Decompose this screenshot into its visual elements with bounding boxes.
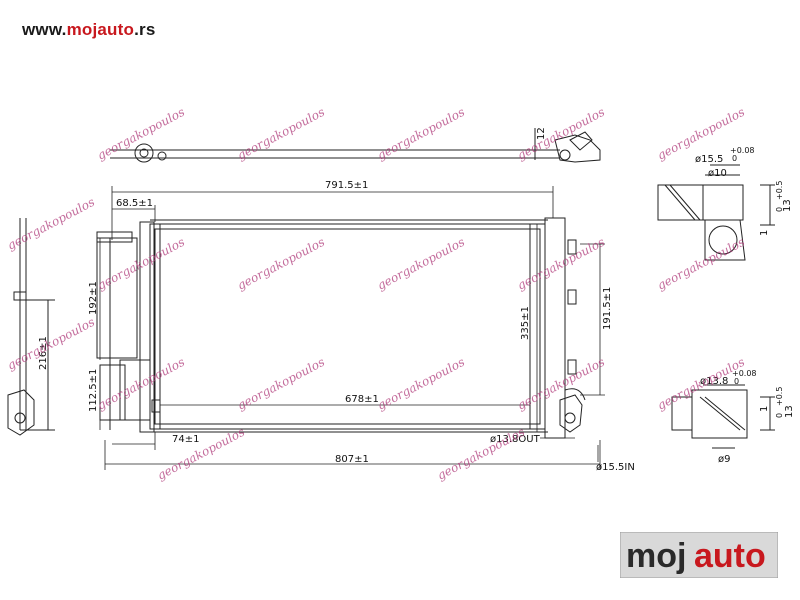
dim-outlet: ø13.8OUT — [490, 434, 541, 445]
detail-bottom-height: 13 — [784, 405, 795, 418]
watermark: georgakopoulos — [95, 235, 187, 293]
detail-bottom — [671, 384, 775, 449]
watermark: georgakopoulos — [155, 425, 247, 483]
watermark: georgakopoulos — [515, 105, 607, 163]
dim-inner-width: 678±1 — [345, 394, 379, 405]
dim-overall-width: 791.5±1 — [325, 180, 368, 191]
detail-top-tol: +0.08 — [730, 146, 755, 155]
watermark: georgakopoulos — [235, 105, 327, 163]
watermark: georgakopoulos — [235, 235, 327, 293]
watermark: georgakopoulos — [235, 355, 327, 413]
watermark: georgakopoulos — [5, 315, 97, 373]
watermark: georgakopoulos — [375, 355, 467, 413]
dim-core-height: 335±1 — [520, 306, 531, 340]
watermark: georgakopoulos — [515, 235, 607, 293]
mojauto-logo: moj auto — [620, 532, 778, 578]
site-url[interactable]: www.mojauto.rs — [22, 20, 155, 40]
url-brand: mojauto — [66, 20, 135, 39]
dim-total-length: 807±1 — [335, 454, 369, 465]
dim-top-small: 12 — [536, 127, 547, 140]
receiver-drier — [96, 221, 161, 433]
url-prefix: www. — [22, 20, 67, 39]
watermark: georgakopoulos — [375, 235, 467, 293]
detail-top-height-tol-low: 0 — [775, 207, 784, 212]
dim-left-height: 192±1 — [88, 281, 99, 315]
top-pipe — [110, 128, 601, 163]
dim-left-small: 112.5±1 — [88, 369, 99, 412]
detail-top-inner-dia: ø10 — [708, 168, 727, 179]
watermark: georgakopoulos — [655, 235, 747, 293]
detail-top-outer-dia: ø15.5 — [695, 154, 723, 165]
watermarks: georgakopoulos georgakopoulos georgakopo… — [5, 105, 747, 483]
watermark: georgakopoulos — [95, 355, 187, 413]
detail-bottom-side: 1 — [759, 406, 770, 412]
dim-left-offset: 68.5±1 — [116, 198, 153, 209]
watermark: georgakopoulos — [95, 105, 187, 163]
watermark: georgakopoulos — [515, 355, 607, 413]
detail-top-tol-low: 0 — [732, 154, 737, 163]
dim-inlet: ø15.5IN — [596, 462, 635, 473]
watermark: georgakopoulos — [435, 425, 527, 483]
watermark: georgakopoulos — [375, 105, 467, 163]
detail-bottom-inner-dia: ø9 — [718, 454, 730, 465]
detail-top-height-tol: +0.5 — [775, 181, 784, 200]
detail-top-height: 13 — [782, 199, 793, 212]
detail-bottom-height-tol-low: 0 — [775, 413, 784, 418]
detail-top — [657, 164, 775, 261]
logo-part-auto: auto — [694, 537, 766, 575]
url-suffix: .rs — [134, 20, 156, 39]
detail-bottom-outer-dia: ø13.8 — [700, 376, 728, 387]
dim-side-height: 216±1 — [38, 336, 49, 370]
dim-bottom-offset: 74±1 — [172, 434, 199, 445]
dimension-labels: 791.5±1 68.5±1 335±1 191.5±1 192±1 678±1… — [38, 127, 795, 473]
detail-bottom-tol-low: 0 — [734, 377, 739, 386]
detail-top-side: 1 — [759, 230, 770, 236]
detail-bottom-height-tol: +0.5 — [775, 387, 784, 406]
detail-bottom-tol: +0.08 — [732, 369, 757, 378]
watermark: georgakopoulos — [5, 195, 97, 253]
dim-right-height: 191.5±1 — [602, 287, 613, 330]
logo-part-moj: moj — [626, 537, 686, 575]
dimension-lines — [47, 186, 605, 470]
